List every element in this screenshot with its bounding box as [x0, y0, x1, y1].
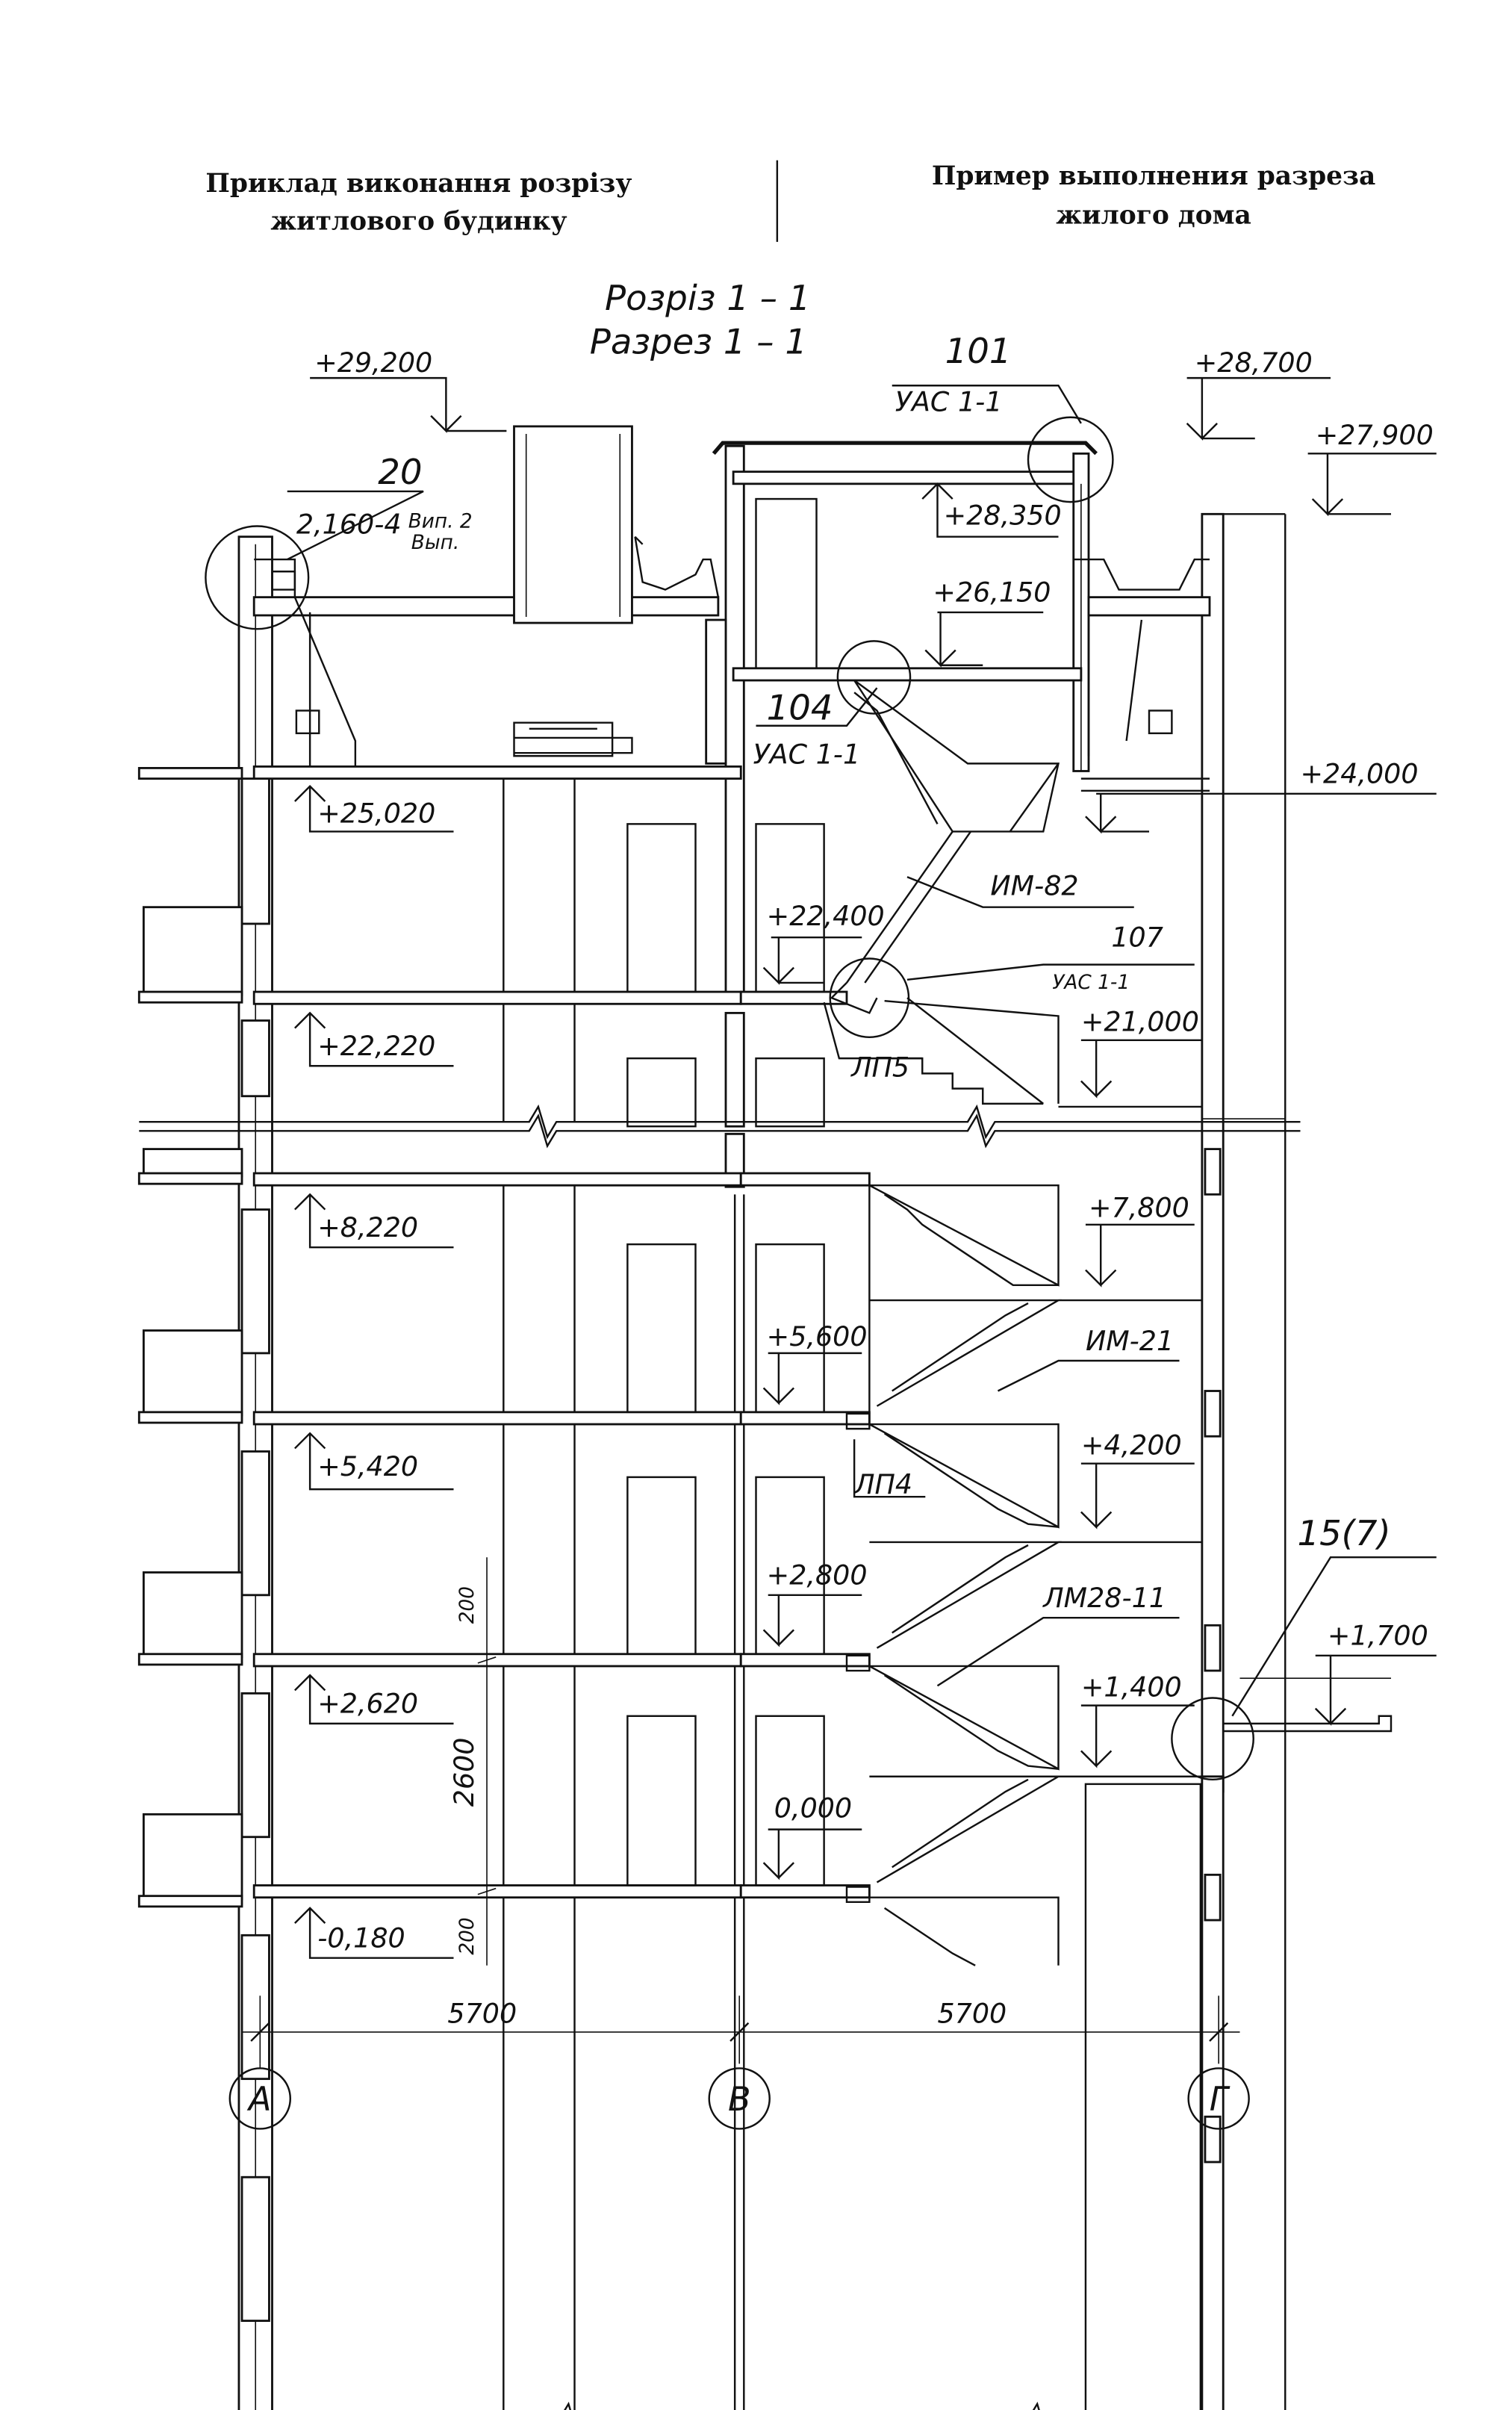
callout-104: 104 — [767, 688, 833, 728]
axis-bubble-g — [1187, 2067, 1250, 2130]
callout-101: 101 — [945, 331, 1012, 371]
vertical-dimension — [471, 1557, 503, 1966]
mark-im82: ИМ-82 — [990, 869, 1078, 901]
break-lines — [139, 1104, 1301, 2410]
elev-landing-top: +24,000 — [1301, 758, 1419, 790]
header-right-line2: жилого дома — [1056, 201, 1251, 231]
title-line1: Розріз 1 – 1 — [605, 278, 810, 318]
elev-floor-0: -0,180 — [317, 1922, 405, 1954]
elev-floor-2: +2,620 — [317, 1688, 418, 1720]
balconies — [137, 767, 243, 1908]
elev-top-right: +28,700 — [1195, 347, 1313, 379]
elev-landing-42: +4,200 — [1081, 1429, 1182, 1462]
callout-101-ref: УАС 1-1 — [895, 386, 1003, 418]
axis-label-g: Г — [1210, 2080, 1231, 2119]
wall-axis-g — [1201, 512, 1287, 2410]
wall-axis-a — [237, 535, 273, 2410]
callout-15: 15(7) — [1297, 1513, 1390, 1553]
callout-107-ref: УАС 1-1 — [1052, 972, 1130, 994]
dim-span-ab: 5700 — [447, 1998, 517, 2030]
dim-storey: 2600 — [448, 1738, 480, 1807]
elev-floor-5: +5,420 — [317, 1450, 418, 1482]
section-title: Розріз 1 – 1 Разрез 1 – 1 — [590, 278, 811, 362]
elev-floor-25: +25,020 — [317, 797, 435, 829]
callout-20: 20 — [378, 452, 422, 492]
dim-slab-top: 200 — [456, 1586, 479, 1624]
roof — [252, 425, 1211, 772]
detail-circles — [205, 416, 1254, 1781]
title-line2: Разрез 1 – 1 — [590, 322, 807, 362]
elev-entrance: +1,700 — [1328, 1620, 1428, 1652]
elev-landing-78: +7,800 — [1089, 1192, 1189, 1224]
elev-landing-0: 0,000 — [774, 1792, 852, 1824]
axis-label-v: В — [728, 2080, 751, 2119]
mark-lp5: ЛП5 — [850, 1051, 909, 1083]
elev-stair-ceiling: +26,150 — [933, 577, 1051, 609]
partitions — [503, 778, 576, 2410]
callout-20-vip: Вип. 2 — [408, 511, 473, 533]
header-right-line1: Пример выполнения разреза — [932, 161, 1375, 191]
header: Приклад виконання розрізу житлового буди… — [205, 160, 1375, 242]
elev-landing-28: +2,800 — [767, 1559, 868, 1591]
entrance-canopy — [1223, 1677, 1393, 1733]
callout-20-vyp: Вып. — [411, 532, 459, 554]
callout-107: 107 — [1111, 921, 1163, 953]
elev-floor-22: +22,220 — [317, 1030, 435, 1062]
header-left-line2: житлового будинку — [270, 207, 567, 237]
axis-bubble-v — [708, 2067, 771, 2130]
elev-top-left: +29,200 — [314, 347, 432, 379]
elev-floor-8: +8,220 — [317, 1211, 418, 1243]
dim-span-bg: 5700 — [937, 1998, 1007, 2030]
dim-slab-bottom: 200 — [456, 1917, 479, 1954]
mark-im21: ИМ-21 — [1086, 1325, 1174, 1357]
staircase — [830, 680, 1210, 2410]
leaders — [287, 376, 1437, 1959]
callout-20-ref: 2,160-4 — [296, 509, 402, 541]
floor-slabs — [252, 765, 871, 1899]
mark-lm28: ЛМ28-11 — [1042, 1582, 1166, 1614]
axis-label-a: А — [246, 2080, 271, 2119]
horizontal-dimension — [242, 1996, 1240, 2064]
elev-roof-stair: +28,350 — [944, 499, 1062, 531]
labels: +29,200 +28,700 +27,900 20 2,160-4 Вип. … — [246, 331, 1434, 2119]
axis-bubble-a — [228, 2067, 292, 2130]
mark-lp4: ЛП4 — [853, 1468, 912, 1500]
elev-parapet: +27,900 — [1316, 419, 1434, 451]
callout-104-ref: УАС 1-1 — [753, 738, 860, 770]
header-left-line1: Приклад виконання розрізу — [205, 169, 632, 199]
elev-landing-56: +5,600 — [767, 1320, 868, 1352]
elev-landing-14: +1,400 — [1081, 1671, 1182, 1703]
elev-landing-22: +22,400 — [767, 900, 885, 932]
axis-markers — [228, 2063, 1250, 2130]
doors — [626, 497, 825, 1886]
elev-landing-21: +21,000 — [1081, 1006, 1199, 1038]
